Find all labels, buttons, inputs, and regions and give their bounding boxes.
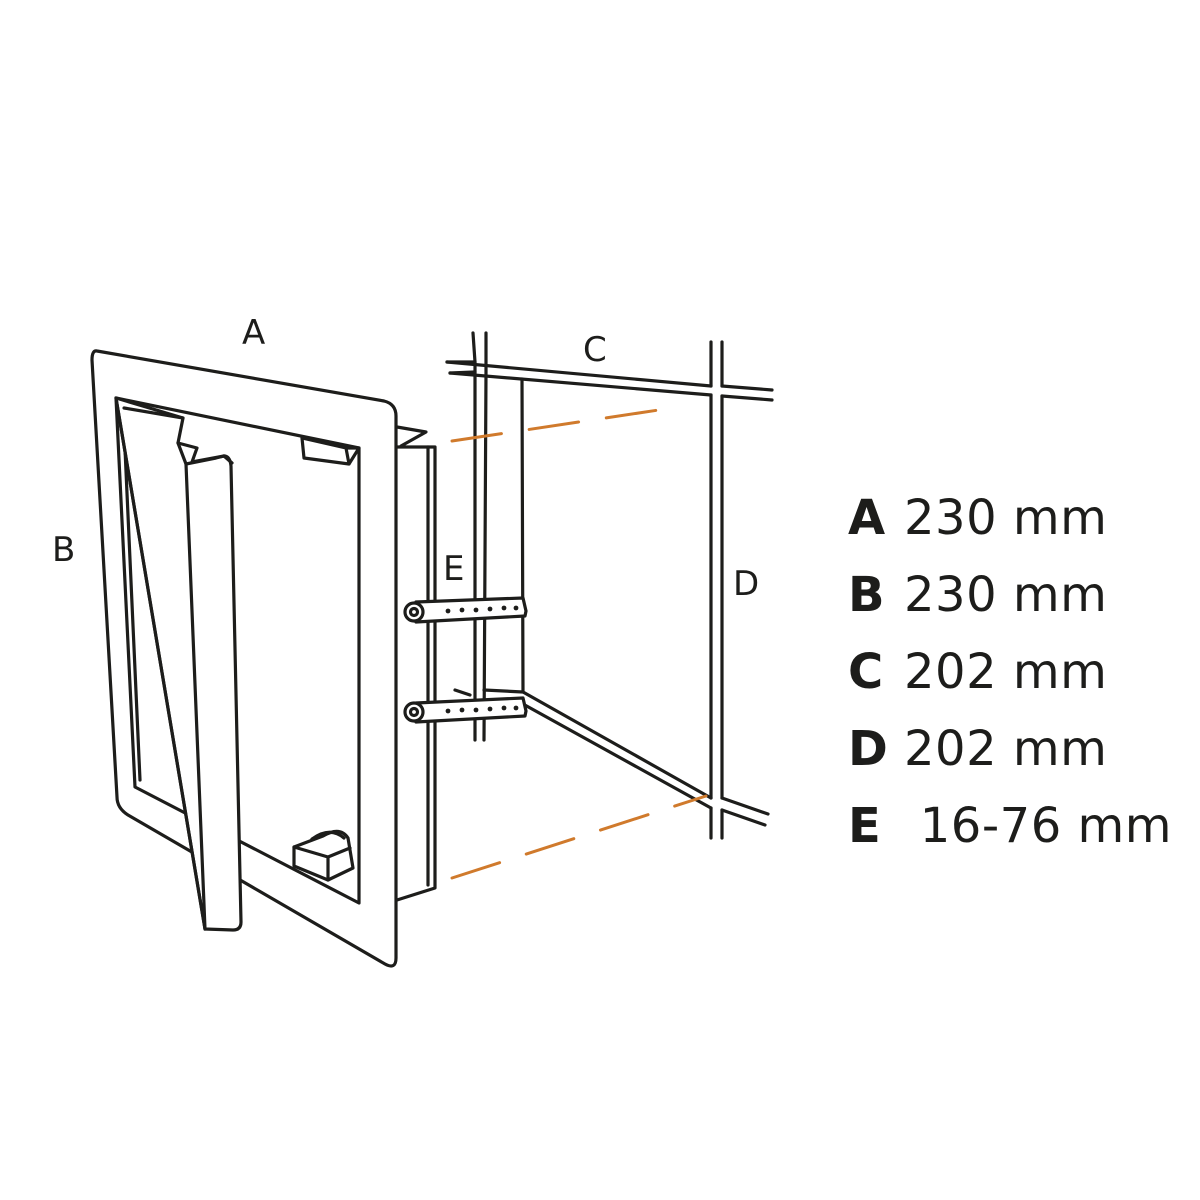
latch-bottom (292, 829, 355, 882)
wall-left-edge (471, 331, 488, 742)
wall-top-edge (445, 360, 774, 402)
legend-value: 16-76 mm (904, 798, 1173, 854)
wall-opening (445, 331, 774, 840)
alignment-guides (450, 406, 708, 880)
wall-bottom-edge (720, 796, 770, 827)
legend-value: 230 mm (904, 490, 1108, 546)
label-b: B (52, 530, 75, 570)
label-d: D (733, 564, 759, 604)
mounting-bracket-top (403, 596, 528, 624)
opening-reveal (520, 377, 713, 810)
legend-value: 230 mm (904, 567, 1108, 623)
legend-row-d: D 202 mm (848, 719, 1200, 796)
mounting-bracket-bottom (403, 688, 528, 724)
label-e: E (443, 549, 464, 589)
legend-letter: E (848, 798, 881, 854)
latch-top (300, 436, 361, 466)
dimension-legend: A 230 mm B 230 mm C 202 mm D 202 mm E 16-76 … (848, 488, 1200, 873)
legend-letter: B (848, 567, 885, 623)
legend-value: 202 mm (904, 644, 1108, 700)
legend-letter: D (848, 721, 888, 777)
label-c: C (583, 330, 607, 370)
panel-box (395, 425, 437, 902)
legend-letter: A (848, 490, 886, 546)
legend-row-a: A 230 mm (848, 488, 1200, 565)
legend-value: 202 mm (904, 721, 1108, 777)
legend-row-b: B 230 mm (848, 565, 1200, 642)
legend-letter: C (848, 644, 884, 700)
wall-right-edge (709, 340, 724, 840)
open-door (114, 396, 243, 932)
label-a: A (242, 313, 265, 353)
legend-row-c: C 202 mm (848, 642, 1200, 719)
legend-row-e: E 16-76 mm (848, 796, 1200, 873)
